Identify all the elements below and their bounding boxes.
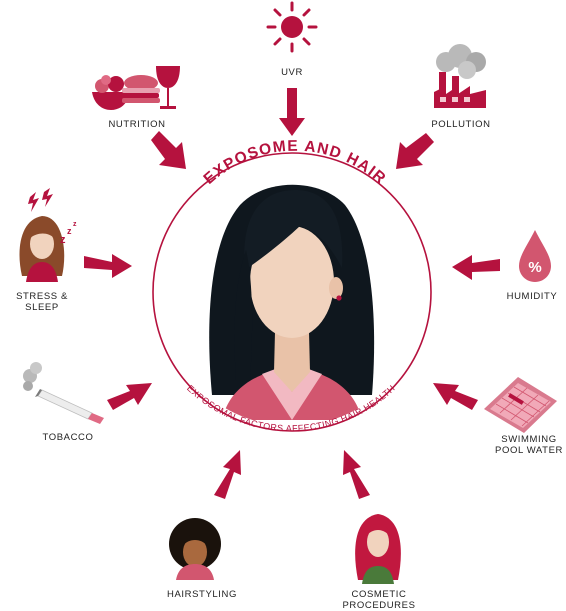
arrow-tobacco — [107, 383, 152, 410]
svg-text:z: z — [67, 226, 72, 236]
factory-icon — [434, 44, 486, 108]
arrow-cosmetic — [343, 450, 370, 499]
central-woman-illustration — [209, 184, 375, 420]
label-hairstyling: HAIRSTYLING — [167, 589, 237, 600]
label-cosmetic-procedures: COSMETIC PROCEDURES — [342, 589, 416, 611]
humidity-drop-icon: % — [519, 230, 551, 282]
arrow-humidity — [452, 255, 500, 280]
label-tobacco: TOBACCO — [42, 432, 94, 443]
stressed-woman-icon: z z z — [19, 188, 77, 282]
svg-text:z: z — [60, 234, 66, 246]
arrow-uvr — [279, 88, 305, 136]
label-nutrition: NUTRITION — [108, 119, 166, 130]
svg-text:%: % — [528, 259, 541, 276]
svg-text:z: z — [73, 221, 77, 228]
central-circle — [152, 152, 432, 432]
label-pollution: POLLUTION — [431, 119, 491, 130]
food-and-wine-icon — [92, 66, 180, 110]
diagram-title: EXPOSOME AND HAIR — [201, 138, 390, 188]
arrow-pollution — [396, 133, 434, 169]
arrow-stress — [84, 254, 132, 278]
label-swimming-pool-water: SWIMMING POOL WATER — [495, 434, 563, 456]
sun-icon — [266, 1, 318, 53]
arrow-hairstyling — [214, 450, 241, 499]
label-stress-sleep: STRESS & SLEEP — [16, 291, 68, 313]
label-uvr: UVR — [281, 67, 303, 78]
dyed-hair-woman-icon — [355, 514, 401, 584]
pool-tiles-icon — [484, 377, 557, 433]
cigarette-icon — [23, 362, 104, 424]
arrows — [84, 88, 500, 499]
label-humidity: HUMIDITY — [506, 291, 558, 302]
afro-hair-icon — [169, 518, 221, 580]
arrow-nutrition — [151, 131, 186, 169]
arrow-swimming — [433, 383, 478, 410]
